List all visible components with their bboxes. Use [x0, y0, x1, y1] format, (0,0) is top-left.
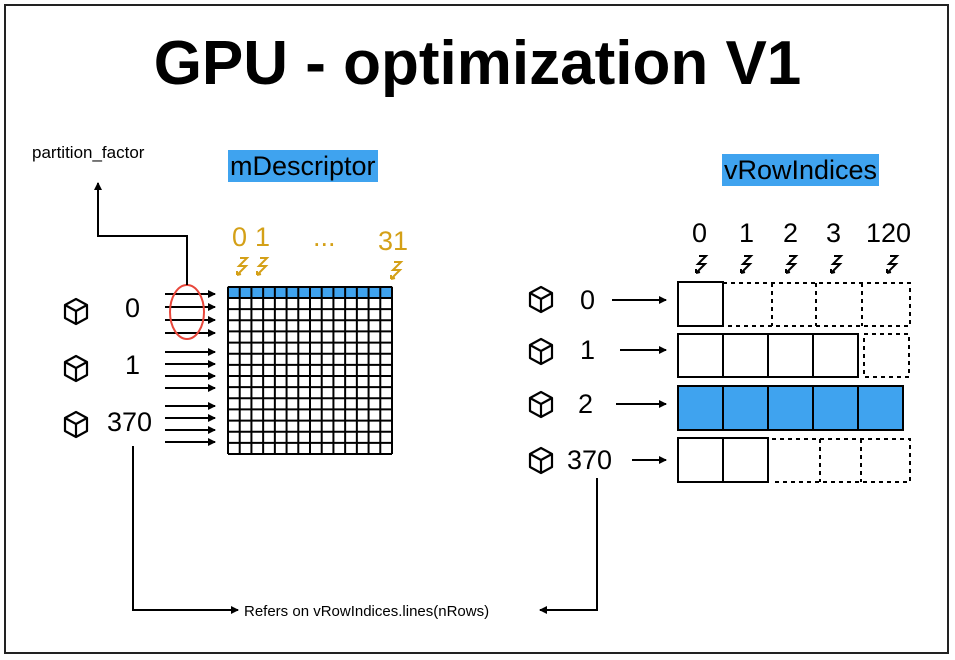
thread-tick-ellipsis: ...	[313, 222, 336, 252]
vrowindices-rows	[677, 281, 911, 483]
thread-tick-1: 1	[255, 222, 271, 252]
lightning-icon	[390, 261, 402, 280]
mdescriptor-grid	[227, 286, 393, 455]
footer-note: Refers on vRowIndices.lines(nRows)	[244, 603, 490, 620]
diagram-frame	[4, 4, 949, 654]
mdescriptor-label: mDescriptor	[228, 150, 378, 182]
footer-connector-right	[539, 478, 598, 614]
cube-icon	[528, 446, 554, 475]
lightning-icon	[785, 255, 797, 274]
thread-tick-0: 0	[232, 222, 248, 252]
partition-connector	[94, 182, 188, 285]
cube-icon	[528, 285, 554, 314]
lightning-icon	[830, 255, 842, 274]
lightning-icon	[256, 257, 268, 276]
column-tick-3: 3	[826, 218, 842, 248]
cube-icon	[528, 337, 554, 366]
partition-factor-label: partition_factor	[32, 143, 145, 162]
block-label-370: 370	[107, 407, 153, 437]
cube-icon	[63, 354, 89, 383]
lightning-icon	[236, 257, 248, 276]
block-label-0: 0	[125, 293, 141, 323]
page-title: GPU - optimization V1	[153, 29, 802, 98]
lightning-icon	[695, 255, 707, 274]
row-label-0: 0	[580, 285, 596, 315]
block-label-1: 1	[125, 350, 141, 380]
thread-arrows	[165, 290, 216, 446]
column-tick-0: 0	[692, 218, 708, 248]
cube-icon	[63, 410, 89, 439]
column-tick-1: 1	[739, 218, 755, 248]
cube-icon	[63, 297, 89, 326]
column-tick-2: 2	[783, 218, 799, 248]
column-tick-120: 120	[866, 218, 912, 248]
cube-icon	[528, 390, 554, 419]
footer-connector-left	[132, 446, 239, 614]
row-label-2: 2	[578, 389, 594, 419]
lightning-icon	[886, 255, 898, 274]
vrowindices-label: vRowIndices	[722, 154, 880, 186]
row-arrows	[612, 296, 667, 464]
row-label-370: 370	[567, 445, 613, 475]
lightning-icon	[740, 255, 752, 274]
row-label-1: 1	[580, 335, 596, 365]
thread-tick-31: 31	[378, 226, 409, 256]
